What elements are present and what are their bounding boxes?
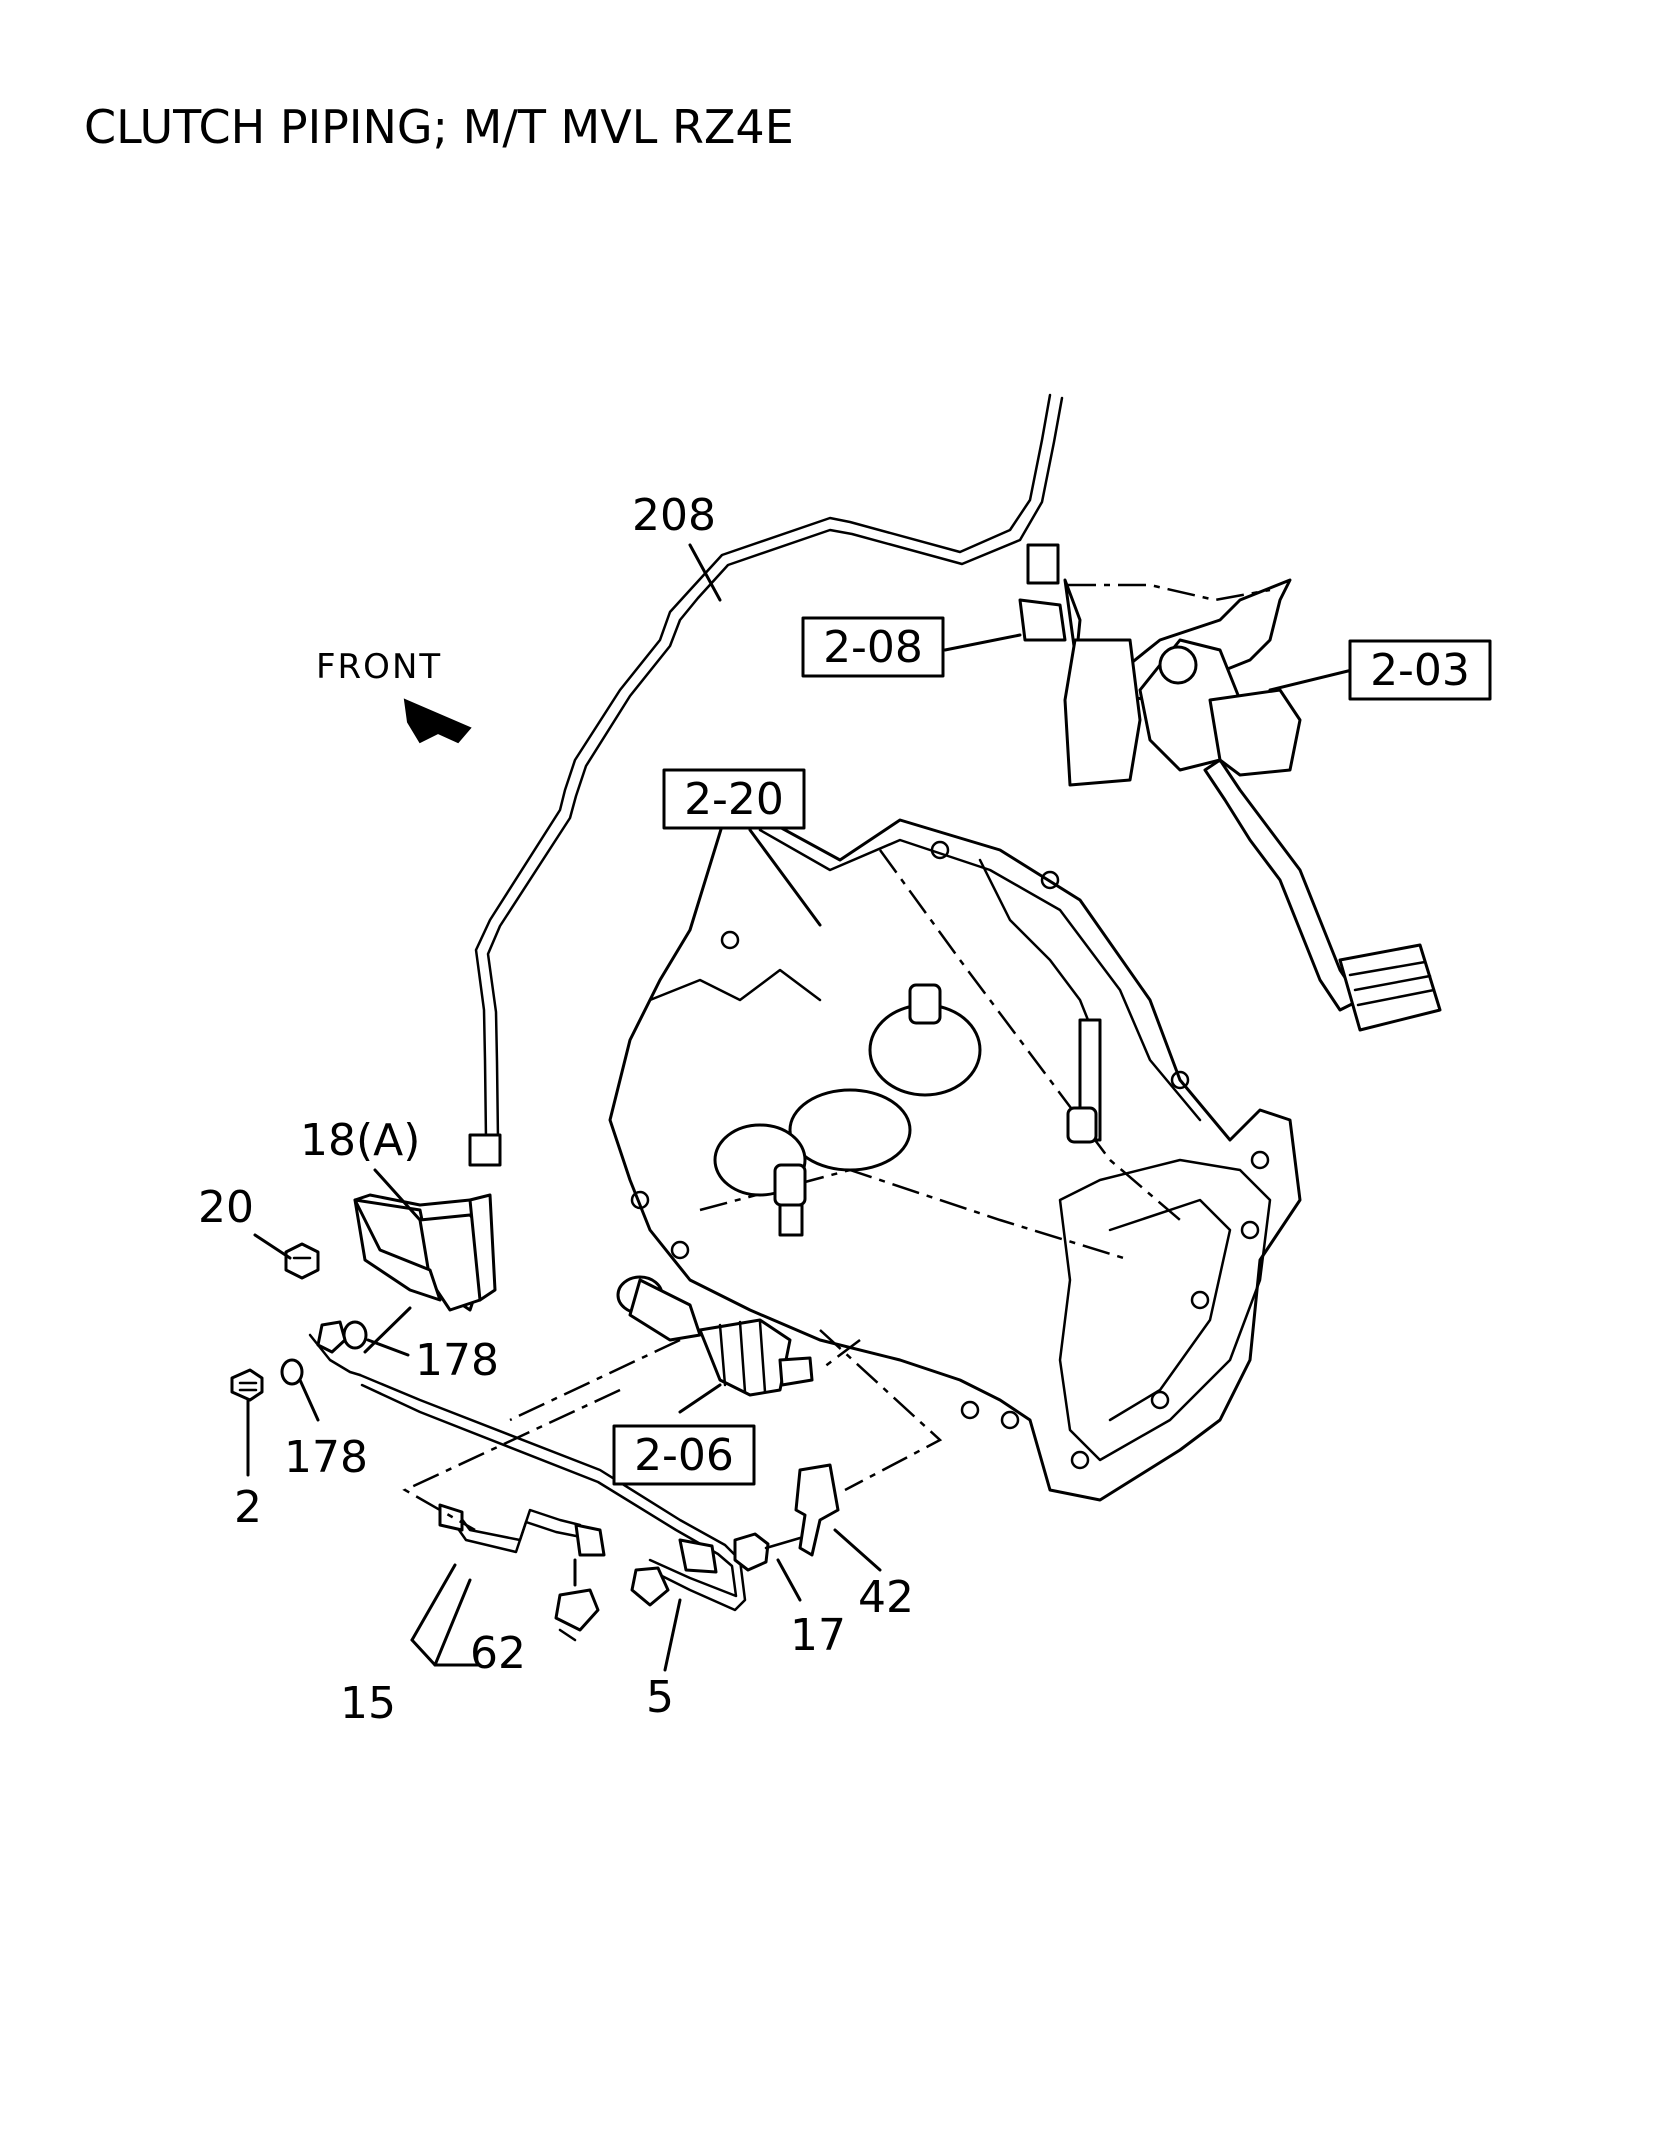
callout-42: 42 xyxy=(858,1572,914,1623)
callout-17: 17 xyxy=(790,1610,846,1661)
front-label: FRONT xyxy=(316,647,442,687)
assembly-dash-lines xyxy=(402,1329,943,1532)
callout-5: 5 xyxy=(646,1672,674,1723)
ref-box-2-20: 2-20 xyxy=(662,768,806,830)
ref-text-2-08: 2-08 xyxy=(823,622,923,673)
bracket-18a xyxy=(353,1193,497,1312)
callout-62: 62 xyxy=(470,1628,526,1679)
bolt-17 xyxy=(733,1532,802,1572)
callout-20: 20 xyxy=(198,1182,254,1233)
fitting-5 xyxy=(630,1566,670,1607)
clutch-pipe-15 xyxy=(308,1320,747,1612)
callout-178-upper: 178 xyxy=(415,1335,499,1386)
callout-208: 208 xyxy=(632,490,716,541)
nut-20 xyxy=(284,1242,320,1280)
diagram-title: CLUTCH PIPING; M/T MVL RZ4E xyxy=(84,100,794,154)
ref-text-2-06: 2-06 xyxy=(634,1430,734,1481)
slave-cylinder xyxy=(616,1275,814,1397)
callout-178-lower: 178 xyxy=(284,1432,368,1483)
washer-178-upper xyxy=(342,1320,368,1350)
ref-box-2-06: 2-06 xyxy=(612,1424,756,1486)
bracket-42 xyxy=(794,1463,840,1557)
ref-text-2-20: 2-20 xyxy=(684,774,784,825)
clutch-pipe-208 xyxy=(468,393,1064,1167)
callout-18a: 18(A) xyxy=(300,1115,420,1166)
bolt-2 xyxy=(230,1368,264,1402)
front-arrow-icon xyxy=(403,698,472,744)
ref-box-2-03: 2-03 xyxy=(1348,639,1492,701)
transmission-case xyxy=(608,798,1302,1502)
washer-178-lower xyxy=(280,1358,304,1386)
clutch-pedal-assembly xyxy=(1018,578,1442,1032)
ref-text-2-03: 2-03 xyxy=(1370,645,1470,696)
callout-2: 2 xyxy=(234,1482,262,1533)
callout-15: 15 xyxy=(340,1678,396,1729)
clip-62 xyxy=(554,1588,600,1642)
ref-box-2-08: 2-08 xyxy=(801,616,945,678)
leader-lines xyxy=(246,543,1354,1672)
